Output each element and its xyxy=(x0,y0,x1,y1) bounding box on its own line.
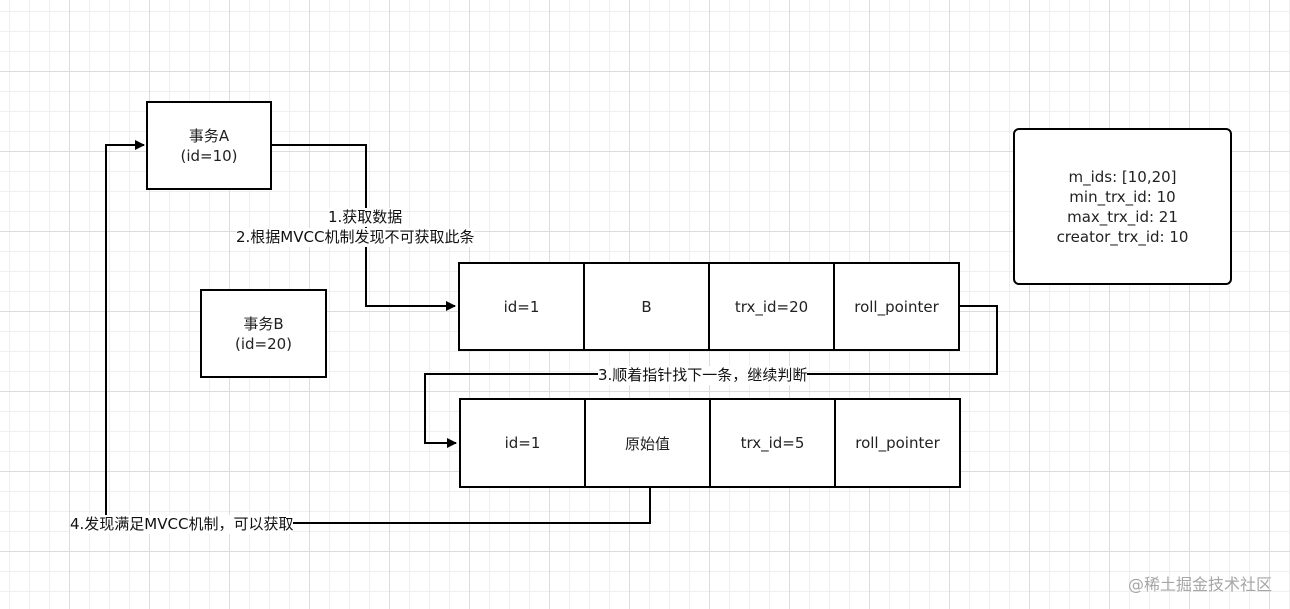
record-undo-roll-pointer: roll_pointer xyxy=(855,434,940,452)
transaction-b-name: 事务B xyxy=(243,314,284,333)
record-current-value: B xyxy=(585,264,710,349)
record-current-roll-pointer: roll_pointer xyxy=(854,297,939,316)
record-current-row: id=1 B trx_id=20 roll_pointer xyxy=(458,262,960,351)
transaction-a-name: 事务A xyxy=(188,126,230,145)
record-current-trx-id: trx_id=20 xyxy=(710,264,835,349)
record-undo-trx-id: trx_id=5 xyxy=(711,400,836,486)
record-current-id: id=1 xyxy=(460,264,585,349)
read-view-box: m_ids: [10,20] min_trx_id: 10 max_trx_id… xyxy=(1013,128,1232,285)
record-undo-value: 原始值 xyxy=(586,400,711,486)
read-view-min-trx-id: min_trx_id: 10 xyxy=(1069,187,1176,206)
watermark: @稀土掘金技术社区 xyxy=(1127,575,1272,594)
record-undo-id: id=1 xyxy=(461,400,586,486)
record-undo-row: id=1 原始值 trx_id=5 roll_pointer xyxy=(459,398,961,488)
read-view-max-trx-id: max_trx_id: 21 xyxy=(1067,207,1178,226)
transaction-a-box: 事务A (id=10) xyxy=(146,101,272,190)
step-3-label: 3.顺着指针找下一条，继续判断 xyxy=(598,366,808,385)
transaction-b-box: 事务B (id=20) xyxy=(200,289,327,378)
step-1-label: 1.获取数据 xyxy=(328,208,403,227)
transaction-b-id: (id=20) xyxy=(234,334,293,353)
step-4-label: 4.发现满足MVCC机制，可以获取 xyxy=(70,515,294,534)
read-view-creator-trx-id: creator_trx_id: 10 xyxy=(1056,227,1189,246)
step-2-label: 2.根据MVCC机制发现不可获取此条 xyxy=(236,228,475,247)
read-view-m-ids: m_ids: [10,20] xyxy=(1068,167,1177,186)
transaction-a-id: (id=10) xyxy=(180,146,238,165)
